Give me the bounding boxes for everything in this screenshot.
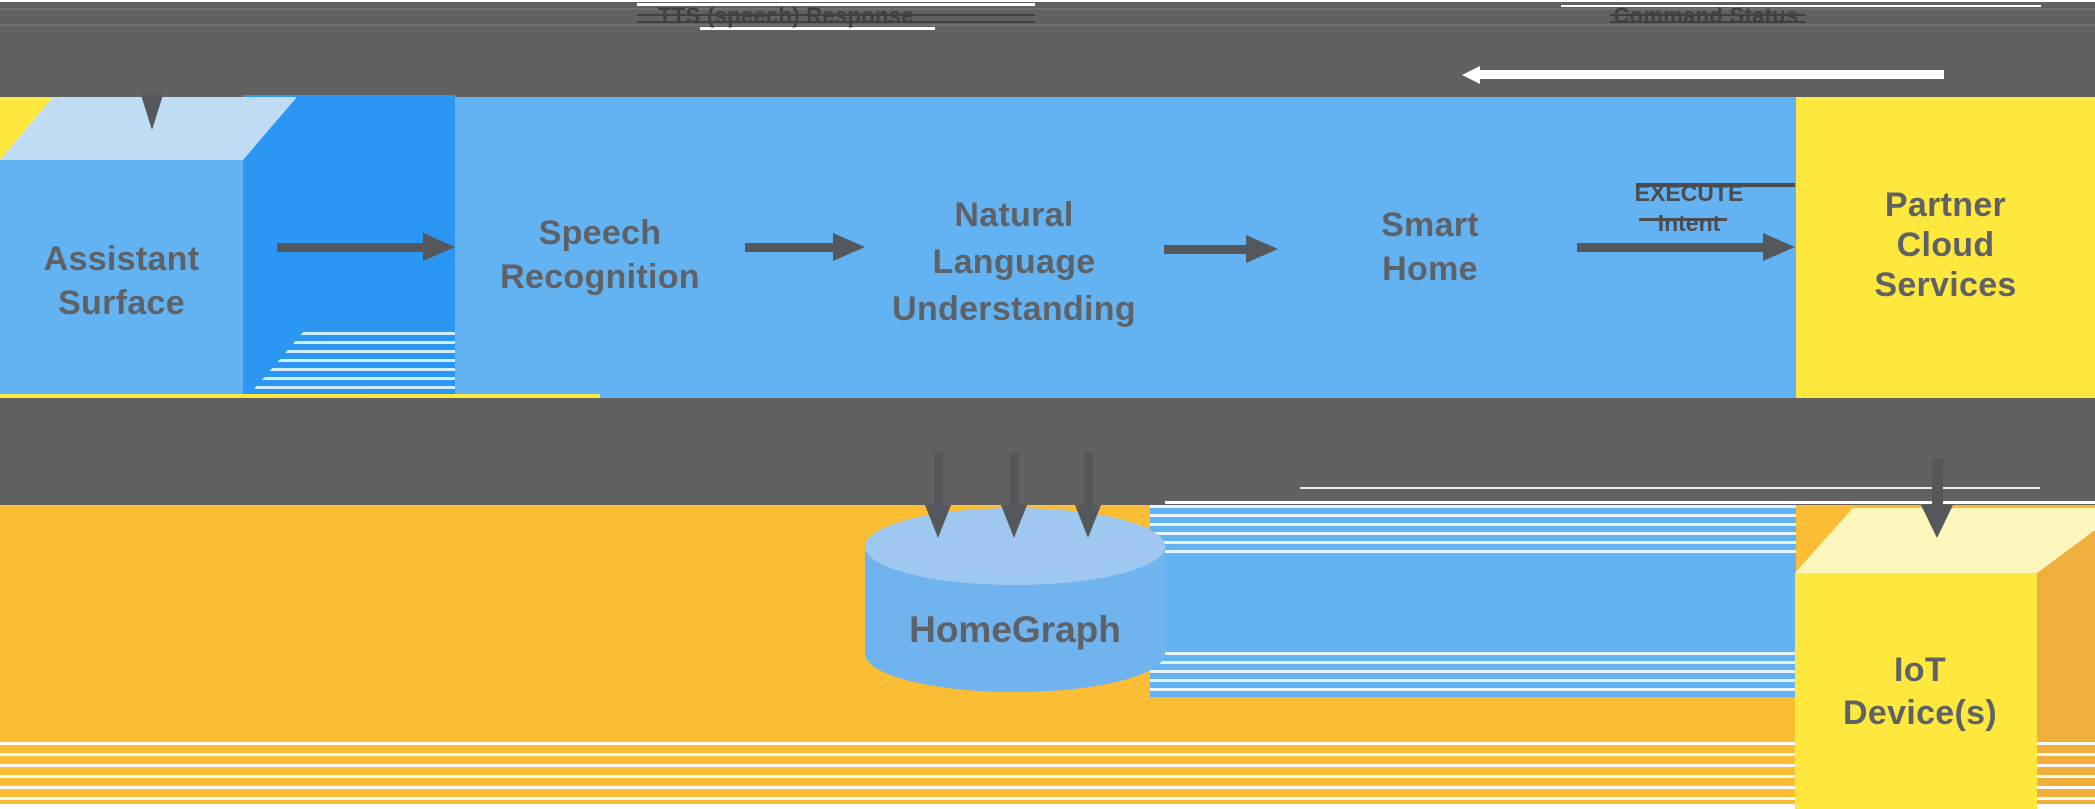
label-line: Smart (1381, 206, 1479, 244)
seam-glitch-line (0, 394, 600, 398)
band-glitch-line (0, 8, 2095, 10)
iot-devices-label: IoT Device(s) (1795, 649, 2045, 735)
label-line: Services (1874, 266, 2017, 304)
arrowhead-icon (1763, 233, 1795, 261)
label-line: Speech (538, 214, 662, 252)
arrow-down-assistant-surface (141, 95, 163, 130)
glitch-bar (1639, 218, 1727, 221)
label-line: Device(s) (1843, 694, 1997, 732)
arrow-execute-intent (1577, 243, 1765, 252)
bottom-glitch-stripes (0, 742, 2095, 803)
glitch-bar (637, 21, 1035, 23)
arrowhead-icon (1462, 66, 1480, 84)
bottom-margin (0, 804, 2095, 809)
iot-box-front-face (1795, 573, 2037, 809)
arrowhead-icon (423, 233, 455, 261)
label-line: Surface (58, 284, 185, 322)
partner-cloud-label: Partner Cloud Services (1796, 185, 2095, 305)
glitch-line (1300, 487, 2040, 489)
tts-response-label: TTS (speech) Response (658, 3, 914, 28)
arrowhead-icon (1001, 505, 1027, 538)
label-line: Cloud (1896, 226, 1995, 264)
label-line: Natural (954, 196, 1074, 234)
label-line: Understanding (892, 290, 1136, 328)
nlu-label: Natural Language Understanding (864, 192, 1164, 333)
smart-home-label: Smart Home (1285, 203, 1575, 291)
glitch-bar (637, 14, 1035, 16)
label-line: Partner (1884, 186, 2007, 224)
arrowhead-icon (1075, 505, 1101, 538)
command-status-return-arrow (1480, 70, 1944, 79)
arrow-down-homegraph-2 (1010, 452, 1019, 505)
label-line: Home (1382, 250, 1478, 288)
arrow-surface-to-assistant (277, 243, 425, 252)
label-line: Language (932, 243, 1096, 281)
arrowhead-icon (1921, 505, 1953, 538)
strip-glitch-bottom (1150, 652, 1796, 697)
glitch-bar (1610, 14, 1806, 16)
homegraph-label: HomeGraph (909, 609, 1121, 650)
label-line: Recognition (500, 258, 700, 296)
glitch-line (637, 3, 1035, 6)
glitch-bar (1610, 21, 1806, 23)
speech-recognition-label: Speech Recognition (455, 211, 745, 299)
arrowhead-icon (1246, 235, 1278, 263)
arrow-nlu-to-smarthome (1164, 245, 1248, 254)
return-flow-band (0, 2, 2095, 97)
execute-intent-line: EXECUTE (1634, 180, 1744, 206)
glitch-bar (1636, 183, 1795, 187)
arrow-down-homegraph-1 (934, 452, 943, 505)
arrow-speech-to-nlu (745, 243, 835, 252)
arrow-down-iot (1932, 458, 1943, 505)
glitch-line (700, 27, 935, 30)
execute-intent-label: EXECUTE Intent (1589, 178, 1789, 238)
google-assistant-box (455, 97, 1796, 398)
command-status-label: Command Status (1613, 3, 1799, 28)
assistant-surface-front-face (0, 160, 243, 398)
glitch-line (1165, 501, 2095, 504)
label-line: IoT (1894, 651, 1946, 689)
execute-intent-line: Intent (1657, 210, 1721, 236)
strip-glitch-top (1150, 505, 1796, 553)
arrowhead-icon (833, 233, 865, 261)
assistant-surface-label: Assistant Surface (0, 237, 243, 325)
arrow-down-homegraph-3 (1084, 452, 1093, 505)
band-glitch-line (0, 24, 2095, 26)
label-line: Assistant (43, 240, 200, 278)
partner-cloud-box (1796, 97, 2095, 398)
glitch-line (1561, 5, 2041, 7)
arrowhead-icon (925, 505, 951, 538)
